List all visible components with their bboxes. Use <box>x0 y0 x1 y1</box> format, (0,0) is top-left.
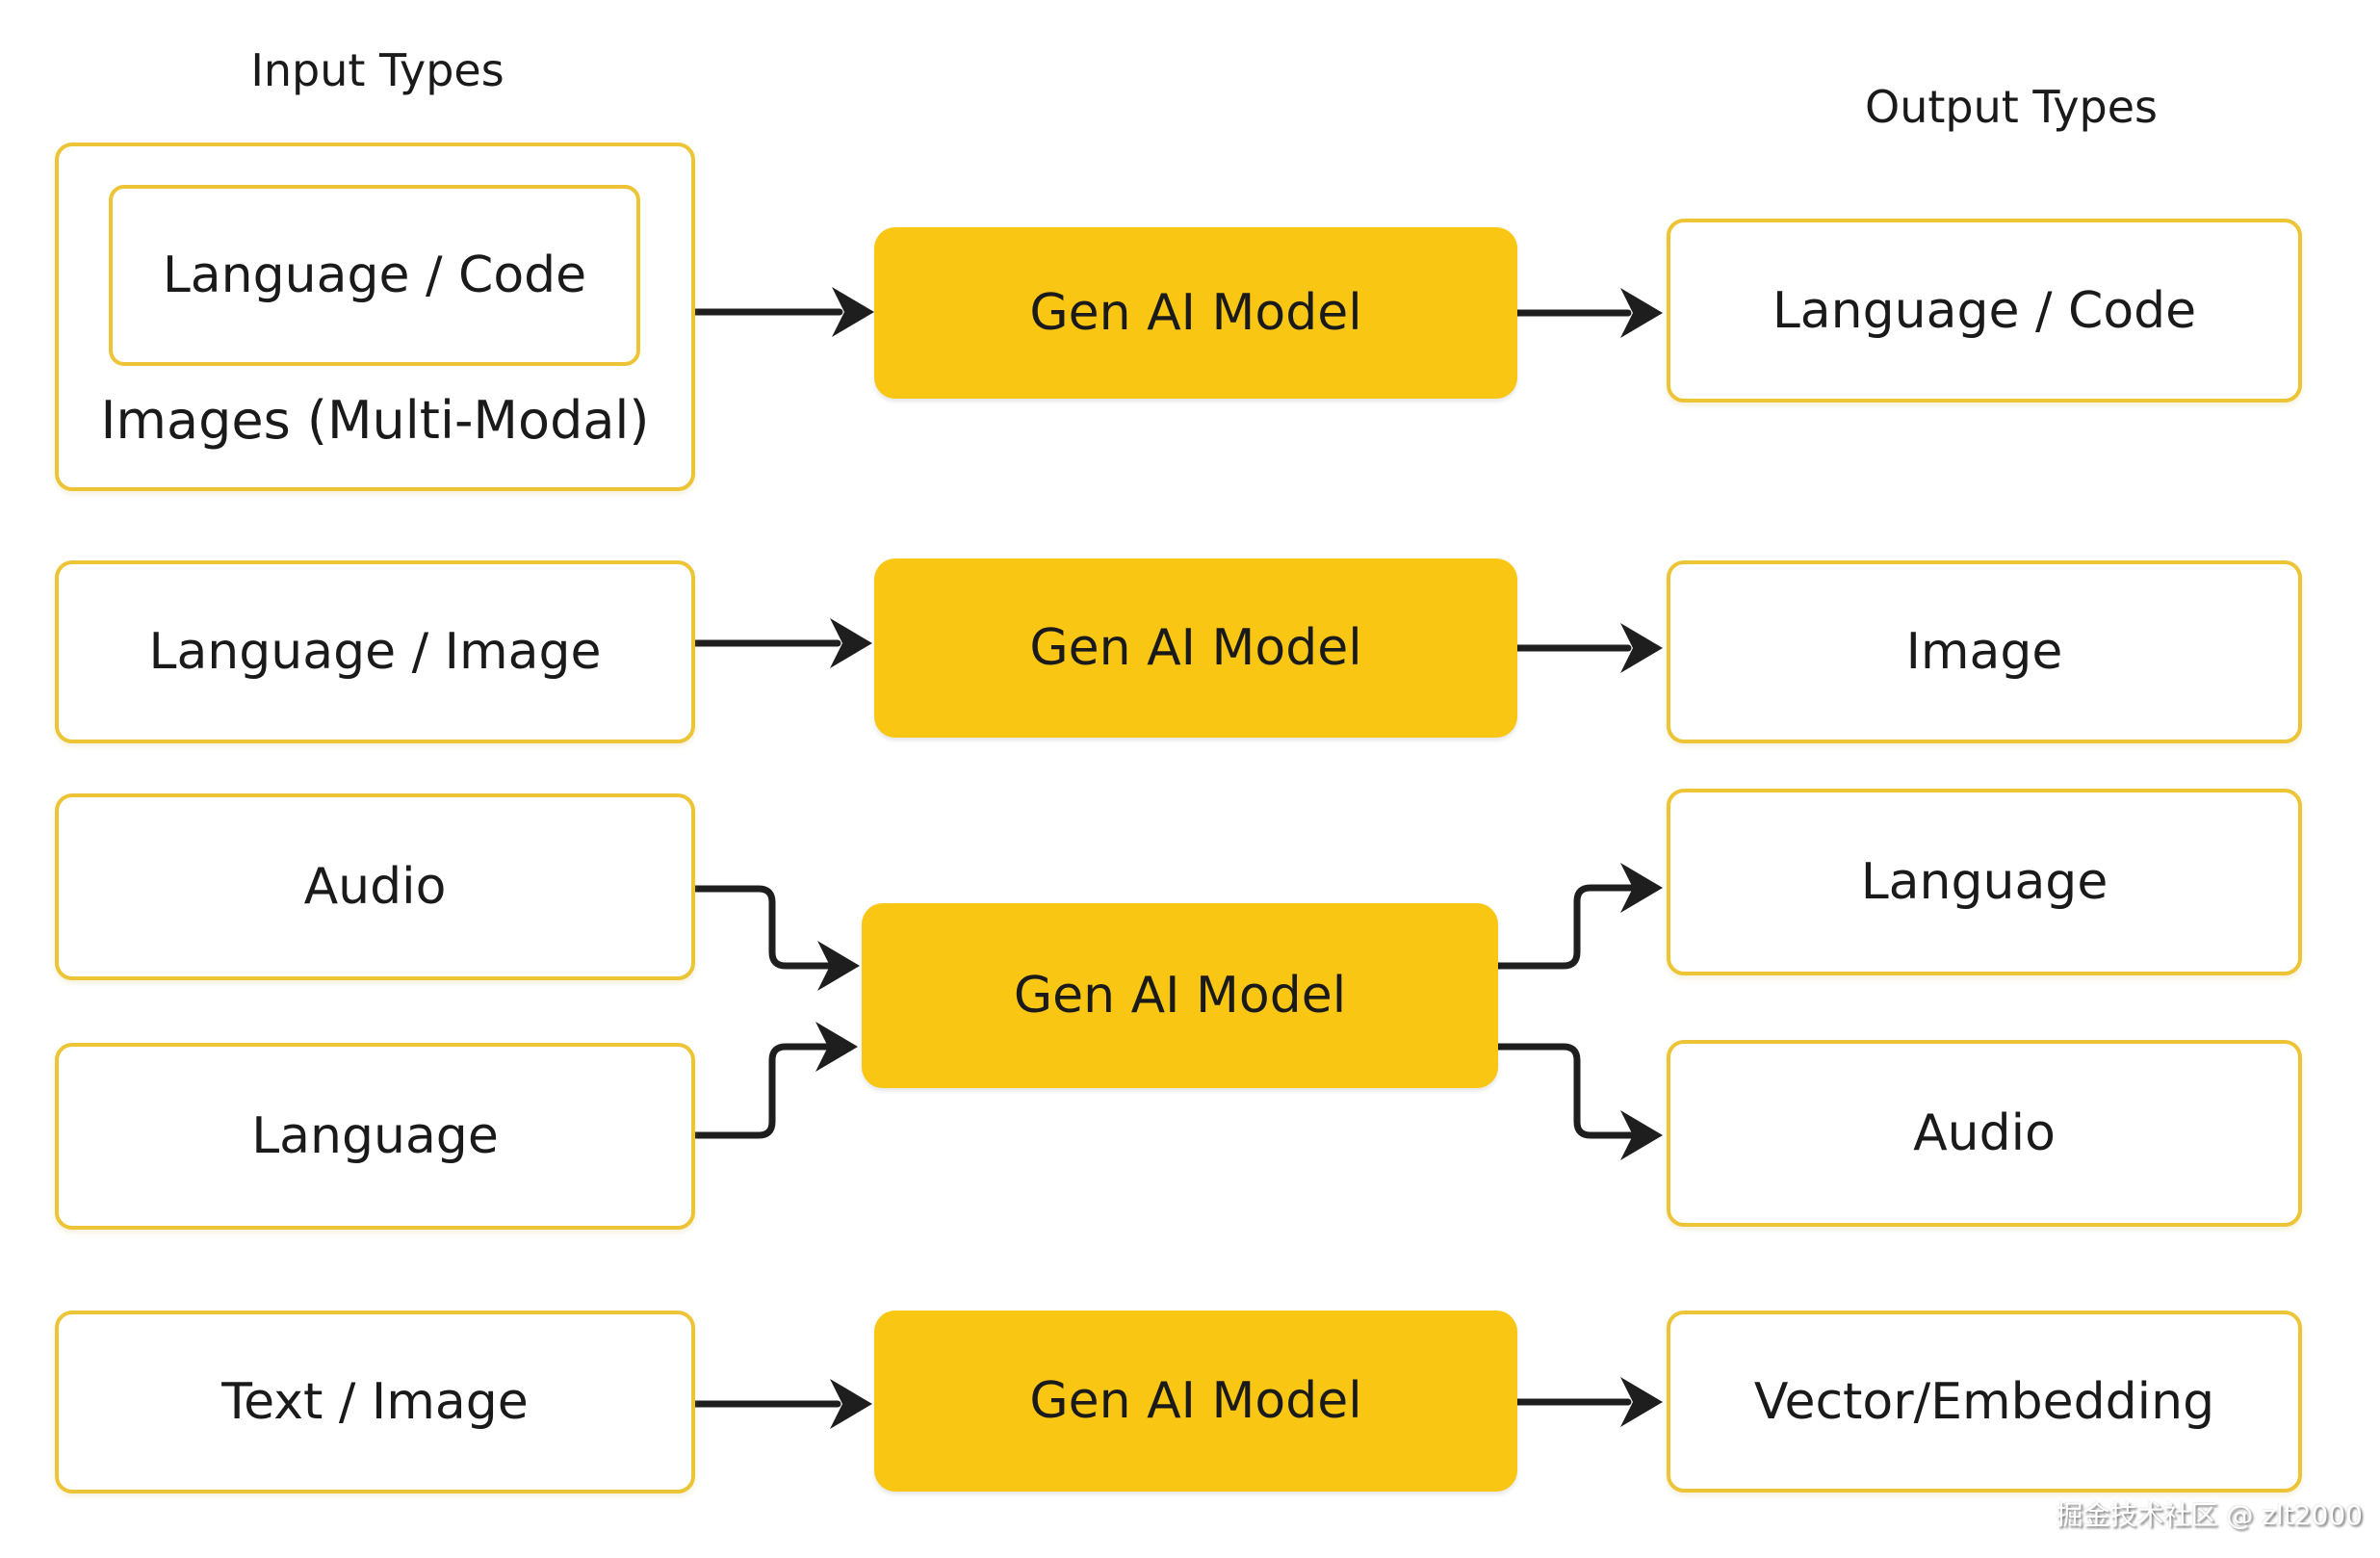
gen-ai-model-label: Gen AI Model <box>1029 1372 1362 1430</box>
gen-ai-model-box-row2: Gen AI Model <box>874 558 1517 738</box>
output-box-vector-embedding: Vector/Embedding <box>1667 1311 2302 1493</box>
output-box-vector-embedding-label: Vector/Embedding <box>1753 1372 2215 1431</box>
input-box-language-code-label: Language / Code <box>162 247 587 304</box>
input-types-title: Input Types <box>250 44 504 96</box>
gen-ai-model-box-row1: Gen AI Model <box>874 227 1517 399</box>
gen-ai-model-label: Gen AI Model <box>1029 619 1362 677</box>
arrowhead-row2-input-to-model <box>830 618 872 668</box>
arrowhead-row4-input-to-model <box>830 1379 872 1429</box>
input-box-language-label: Language <box>251 1107 499 1165</box>
output-box-language-label: Language <box>1860 853 2108 911</box>
input-box-language-code: Language / Code <box>109 185 640 366</box>
input-box-language-image: Language / Image <box>55 560 695 743</box>
images-multimodal-label: Images (Multi-Modal) <box>100 389 650 451</box>
output-box-language: Language <box>1667 789 2302 975</box>
output-box-image-label: Image <box>1905 623 2063 681</box>
arrowhead-audio-to-model <box>817 941 860 991</box>
output-box-language-code-label: Language / Code <box>1772 281 2197 340</box>
output-box-language-code: Language / Code <box>1667 219 2302 402</box>
gen-ai-model-label: Gen AI Model <box>1013 967 1347 1025</box>
gen-ai-model-label: Gen AI Model <box>1029 284 1362 342</box>
arrowhead-row1-input-to-model <box>832 287 874 337</box>
gen-ai-model-box-row4: Gen AI Model <box>874 1311 1517 1492</box>
arrow-line-model-to-language-output <box>1494 884 1635 970</box>
gen-ai-model-box-row3: Gen AI Model <box>862 903 1498 1088</box>
output-types-title: Output Types <box>1864 81 2159 133</box>
arrowhead-model-to-audio-output <box>1620 1110 1663 1160</box>
arrowhead-row2-model-to-output <box>1620 623 1663 673</box>
input-box-audio: Audio <box>55 793 695 980</box>
output-box-image: Image <box>1667 560 2302 743</box>
input-box-text-image-label: Text / Image <box>221 1373 529 1431</box>
watermark: 掘金技术社区 @ zlt2000 <box>2056 1499 2363 1531</box>
output-box-audio-label: Audio <box>1913 1104 2056 1162</box>
output-box-audio: Audio <box>1667 1040 2302 1227</box>
input-box-language-image-label: Language / Image <box>148 623 602 681</box>
arrow-line-audio-to-model <box>691 885 832 970</box>
input-box-language: Language <box>55 1043 695 1230</box>
arrowhead-row1-model-to-output <box>1620 288 1663 338</box>
input-box-text-image: Text / Image <box>55 1311 695 1493</box>
arrow-line-model-to-audio-output <box>1494 1043 1635 1139</box>
arrowhead-model-to-language-output <box>1620 863 1663 913</box>
arrow-line-language-to-model <box>691 1043 830 1139</box>
arrowhead-language-to-model <box>815 1022 858 1072</box>
input-box-audio-label: Audio <box>303 858 447 916</box>
arrowhead-row4-model-to-output <box>1620 1377 1663 1427</box>
